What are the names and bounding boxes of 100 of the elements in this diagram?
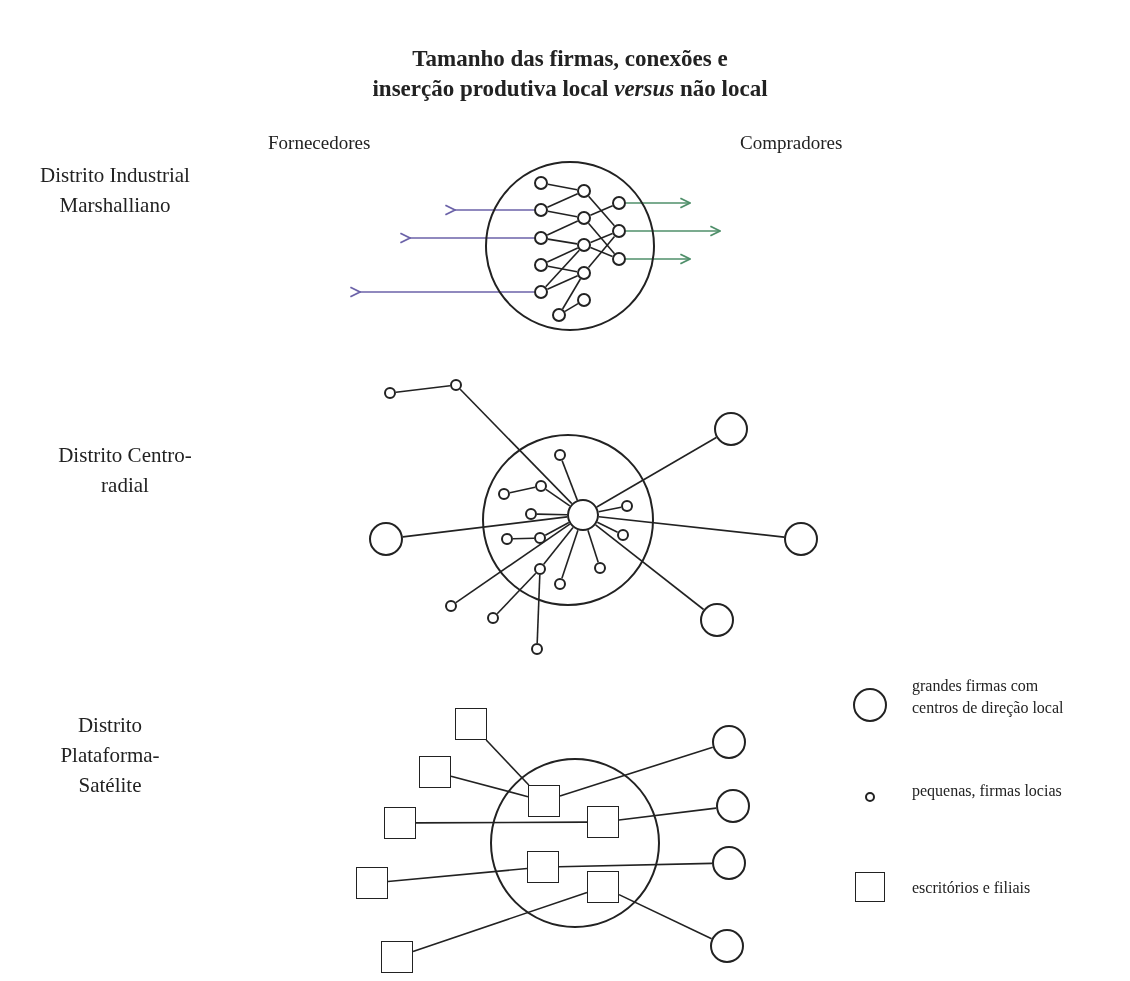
small-firm-circle [534, 203, 548, 217]
connection-line [618, 893, 713, 940]
small-firm-circle [498, 488, 510, 500]
small-firm-circle [577, 238, 591, 252]
connection-line [589, 205, 614, 216]
small-firm-circle [487, 612, 499, 624]
connection-line [561, 278, 582, 310]
row-label: Distrito Plataforma-Satélite [59, 712, 161, 799]
small-firm-circle [594, 562, 606, 574]
flow-arrow [625, 197, 691, 209]
connection-line [597, 506, 622, 513]
connection-line [544, 521, 570, 536]
office-square [381, 941, 413, 973]
connection-line [402, 516, 568, 538]
large-firm-circle [712, 725, 746, 759]
small-firm-circle [534, 258, 548, 272]
connection-line [546, 247, 579, 263]
large-firm-circle [369, 522, 403, 556]
connection-line [542, 526, 574, 566]
small-firm-circle [577, 184, 591, 198]
small-firm-circle [621, 500, 633, 512]
small-firm-circle [534, 563, 546, 575]
office-square [527, 851, 559, 883]
connection-line [596, 521, 619, 534]
connection-line [589, 232, 614, 244]
connection-line [496, 572, 537, 615]
large-firm-circle [712, 846, 746, 880]
office-square [384, 807, 416, 839]
large-firm-circle [567, 499, 599, 531]
connection-line [395, 384, 451, 394]
connection-line [547, 210, 578, 218]
office-square [587, 806, 619, 838]
connection-line [587, 222, 616, 255]
connection-line [587, 195, 616, 227]
small-firm-circle [577, 266, 591, 280]
large-firm-circle [714, 412, 748, 446]
connection-line [558, 862, 713, 868]
small-firm-circle [534, 176, 548, 190]
connection-line [547, 238, 578, 245]
connection-line [589, 246, 614, 258]
connection-line [561, 529, 579, 580]
small-firm-circle [552, 308, 566, 322]
large-firm-circle [700, 603, 734, 637]
connection-line [459, 388, 573, 505]
district-circle [482, 434, 654, 606]
legend-text: pequenas, firmas locias [912, 781, 1063, 802]
row-label: Distrito Centro-radial [57, 442, 193, 499]
connection-line [559, 746, 714, 797]
connection-line [512, 537, 535, 540]
connection-line [618, 807, 717, 821]
connection-line [536, 574, 541, 644]
connection-line [415, 821, 588, 824]
small-firm-circle [577, 293, 591, 307]
small-firm-circle [577, 211, 591, 225]
connection-line [598, 516, 785, 538]
office-square [356, 867, 388, 899]
small-firm-circle [617, 529, 629, 541]
connection-line [545, 488, 571, 507]
connection-line [587, 529, 599, 564]
connection-line [547, 265, 578, 273]
flow-arrow [625, 253, 691, 265]
legend-text: grandes firmas com centros de direção local [912, 676, 1065, 719]
large-firm-circle [710, 929, 744, 963]
small-firm-circle [612, 252, 626, 266]
large-firm-circle [716, 789, 750, 823]
connection-line [546, 193, 579, 208]
office-square [419, 756, 451, 788]
small-firm-circle [535, 480, 547, 492]
small-firm-circle [534, 285, 548, 299]
connection-line [561, 459, 579, 501]
column-heading: Fornecedores [268, 132, 371, 154]
flow-arrow [444, 204, 535, 216]
small-firm-circle [554, 578, 566, 590]
connection-line [509, 486, 536, 494]
flow-arrow [399, 232, 535, 244]
connection-line [450, 775, 529, 798]
small-firm-circle [384, 387, 396, 399]
large-firm-circle [784, 522, 818, 556]
small-firm-circle [534, 532, 546, 544]
column-heading: Compradores [740, 132, 843, 154]
connection-line [387, 867, 528, 883]
connection-line [485, 739, 530, 786]
small-firm-circle [445, 600, 457, 612]
small-firm-circle [554, 449, 566, 461]
small-firm-circle [612, 224, 626, 238]
small-firm-circle [534, 231, 548, 245]
office-square [455, 708, 487, 740]
small-firm-circle [531, 643, 543, 655]
connection-line [455, 523, 571, 604]
connection-line [412, 891, 588, 953]
flow-arrow [349, 286, 535, 298]
connection-line [536, 513, 568, 516]
small-firm-circle [501, 533, 513, 545]
legend-text: escritórios e filiais [912, 878, 1032, 898]
connection-line [547, 183, 578, 191]
small-firm-circle [612, 196, 626, 210]
flow-arrow [625, 225, 721, 237]
district-circle [485, 161, 655, 331]
connection-line [594, 524, 705, 611]
connection-line [596, 436, 718, 508]
